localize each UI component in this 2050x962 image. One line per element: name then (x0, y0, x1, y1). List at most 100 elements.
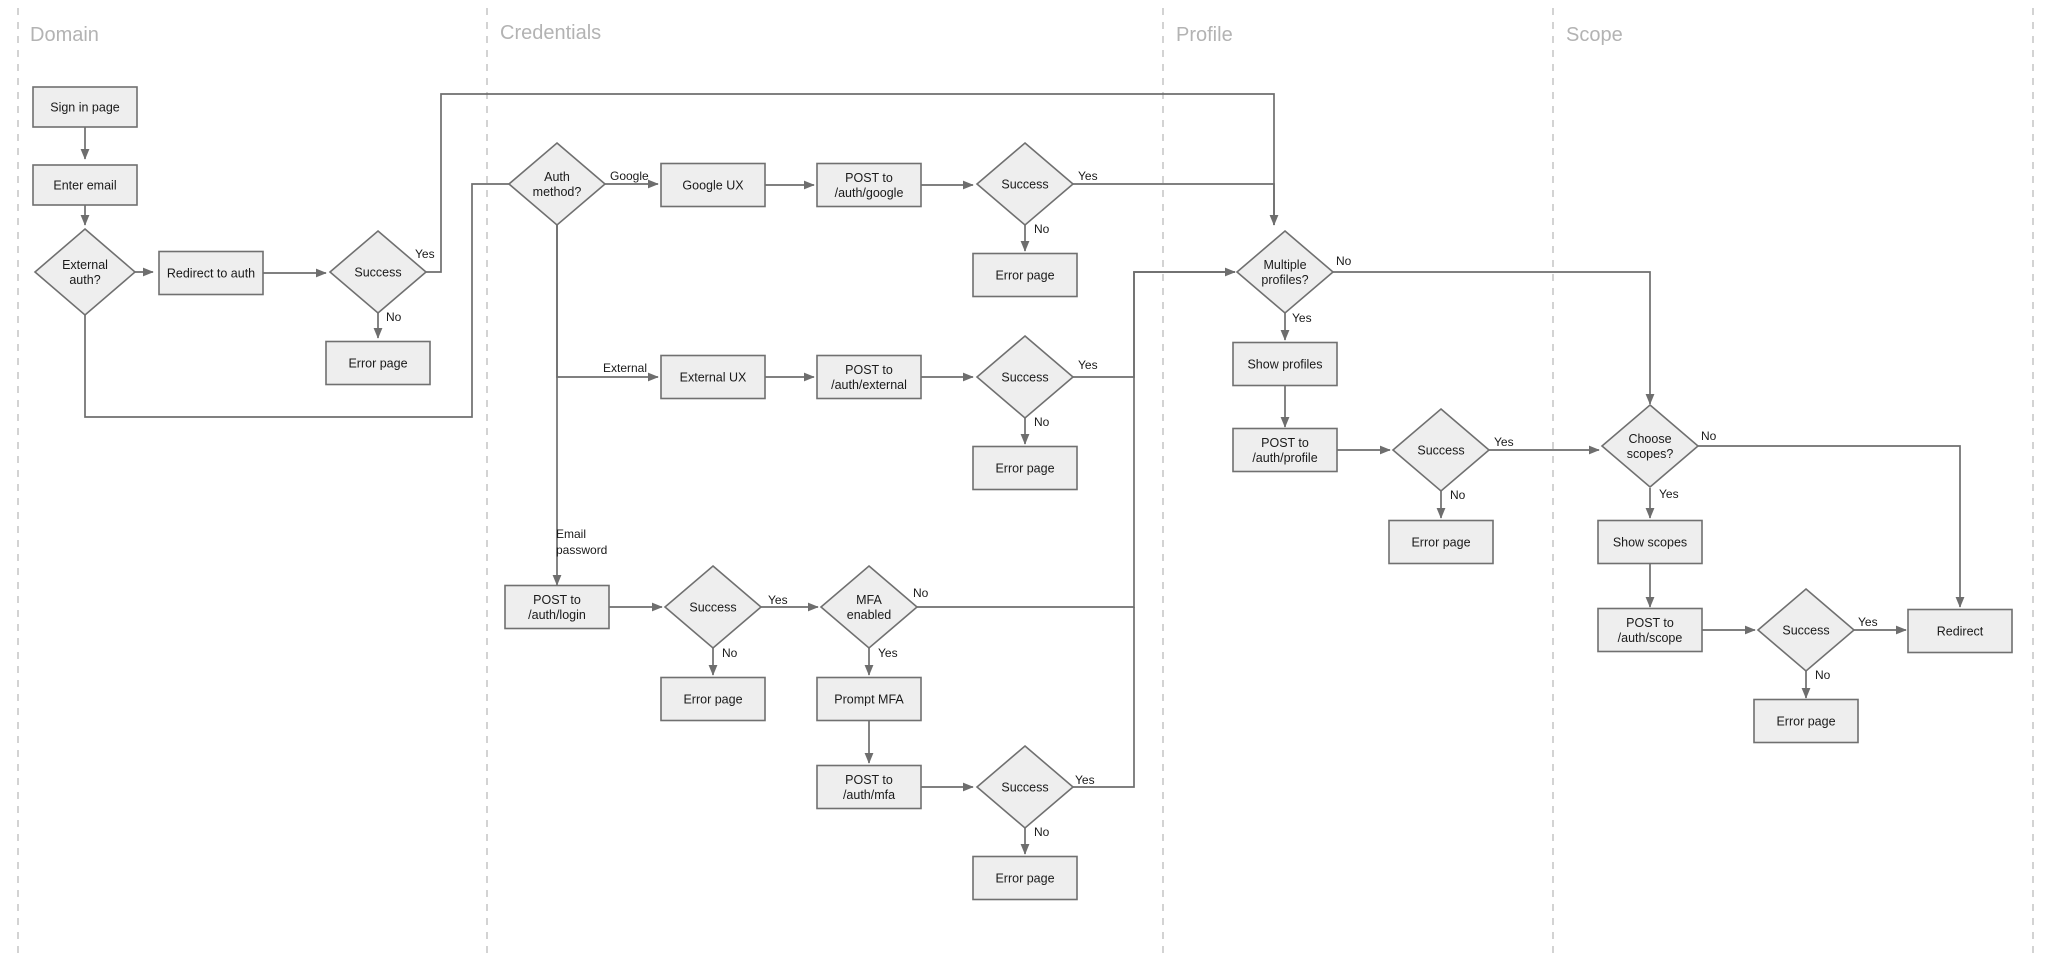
edge-label-scope-success-no: No (1815, 668, 1831, 682)
node-label-mfa-enabled: MFA (856, 593, 882, 607)
node-shape-diamond (819, 564, 919, 650)
edge-label-domain-success-no: No (386, 310, 402, 324)
edge-label-mfa-enabled-no: No (913, 586, 929, 600)
node-label-post-auth-google: POST to (845, 171, 893, 185)
node-shape-box (1232, 427, 1338, 473)
node-label-success-google: Success (1001, 178, 1048, 192)
node-label-mfa-enabled: enabled (847, 608, 892, 622)
node-label-error-domain: Error page (348, 357, 407, 371)
node-label-post-auth-scope: /auth/scope (1618, 631, 1683, 645)
node-show-profiles[interactable]: Show profiles (1232, 341, 1338, 387)
node-label-post-auth-scope: POST to (1626, 616, 1674, 630)
node-shape-box (972, 252, 1078, 298)
node-shape-diamond (507, 141, 607, 227)
node-label-post-auth-mfa: /auth/mfa (843, 788, 895, 802)
node-label-error-scope: Error page (1776, 715, 1835, 729)
edge-label-scope-success-yes: Yes (1858, 615, 1878, 629)
edge-label-login-success-yes: Yes (768, 593, 788, 607)
edge-success-domain-yes-authmethod (426, 93, 1279, 273)
node-shape-diamond (975, 744, 1075, 830)
node-success-login[interactable]: Success (663, 564, 763, 650)
node-redirect-to-auth[interactable]: Redirect to auth (158, 250, 264, 296)
node-shape-box (1907, 608, 2013, 654)
node-shape-box (1753, 698, 1859, 744)
node-label-show-profiles: Show profiles (1247, 358, 1322, 372)
node-error-login[interactable]: Error page (660, 676, 766, 722)
node-success-google[interactable]: Success (975, 141, 1075, 227)
node-error-google[interactable]: Error page (972, 252, 1078, 298)
edge-success-google-yes-profiles (1073, 183, 1275, 225)
edge-label-auth-method-email-1: Email (556, 527, 586, 541)
node-label-post-auth-profile: /auth/profile (1252, 451, 1317, 465)
edge-auth-method-to-external-ux (556, 225, 659, 382)
edge-label-mfa-success-yes: Yes (1075, 773, 1095, 787)
node-label-enter-email: Enter email (53, 179, 116, 193)
node-post-auth-external[interactable]: POST to/auth/external (816, 354, 922, 400)
node-post-auth-login[interactable]: POST to/auth/login (504, 584, 610, 630)
node-error-scope[interactable]: Error page (1753, 698, 1859, 744)
node-error-domain[interactable]: Error page (325, 340, 431, 386)
edge-choose-scopes-no-redirect (1698, 445, 1965, 608)
node-label-post-auth-google: /auth/google (835, 186, 904, 200)
node-error-external[interactable]: Error page (972, 445, 1078, 491)
edge-labels-layer: YesNoGoogleExternalEmailpasswordYesNoYes… (386, 169, 1878, 839)
node-success-domain[interactable]: Success (328, 229, 428, 315)
node-shape-diamond (663, 564, 763, 650)
node-success-profile[interactable]: Success (1391, 407, 1491, 493)
node-shape-diamond (328, 229, 428, 315)
node-label-auth-method: Auth (544, 170, 570, 184)
node-redirect[interactable]: Redirect (1907, 608, 2013, 654)
edge-label-auth-method-google: Google (610, 169, 649, 183)
node-label-success-domain: Success (354, 266, 401, 280)
node-label-multiple-profiles: profiles? (1261, 273, 1308, 287)
node-label-post-auth-external: /auth/external (831, 378, 907, 392)
edge-label-auth-method-external: External (603, 361, 647, 375)
node-label-success-login: Success (689, 601, 736, 615)
node-label-redirect: Redirect (1937, 625, 1984, 639)
node-shape-diamond (975, 141, 1075, 227)
node-post-auth-mfa[interactable]: POST to/auth/mfa (816, 764, 922, 810)
node-shape-box (158, 250, 264, 296)
node-google-ux[interactable]: Google UX (660, 162, 766, 208)
node-sign-in-page[interactable]: Sign in page (32, 86, 138, 128)
node-post-auth-scope[interactable]: POST to/auth/scope (1597, 607, 1703, 653)
edge-label-mfa-success-no: No (1034, 825, 1050, 839)
edge-label-profile-success-no: No (1450, 488, 1466, 502)
node-label-error-external: Error page (995, 462, 1054, 476)
node-success-mfa[interactable]: Success (975, 744, 1075, 830)
edge-profiles-no-scopes (1333, 271, 1655, 405)
node-success-scope[interactable]: Success (1756, 587, 1856, 673)
node-error-mfa[interactable]: Error page (972, 855, 1078, 901)
node-label-post-auth-mfa: POST to (845, 773, 893, 787)
node-label-error-profile: Error page (1411, 536, 1470, 550)
node-external-ux[interactable]: External UX (660, 354, 766, 400)
node-shape-box (504, 584, 610, 630)
edge-label-choose-scopes-yes: Yes (1659, 487, 1679, 501)
node-enter-email[interactable]: Enter email (32, 164, 138, 206)
node-success-external[interactable]: Success (975, 334, 1075, 420)
node-post-auth-google[interactable]: POST to/auth/google (816, 162, 922, 208)
node-error-profile[interactable]: Error page (1388, 519, 1494, 565)
node-label-redirect-to-auth: Redirect to auth (167, 267, 255, 281)
node-label-choose-scopes: scopes? (1627, 447, 1674, 461)
node-prompt-mfa[interactable]: Prompt MFA (816, 676, 922, 722)
node-label-auth-method: method? (533, 185, 582, 199)
node-label-error-mfa: Error page (995, 872, 1054, 886)
node-label-multiple-profiles: Multiple (1263, 258, 1306, 272)
edge-external-auth-no-authmethod (84, 183, 509, 418)
node-show-scopes[interactable]: Show scopes (1597, 519, 1703, 565)
edge-label-login-success-no: No (722, 646, 738, 660)
node-post-auth-profile[interactable]: POST to/auth/profile (1232, 427, 1338, 473)
node-shape-box (972, 445, 1078, 491)
node-shape-diamond (975, 334, 1075, 420)
lane-title-profile: Profile (1176, 24, 1233, 46)
node-shape-box (325, 340, 431, 386)
